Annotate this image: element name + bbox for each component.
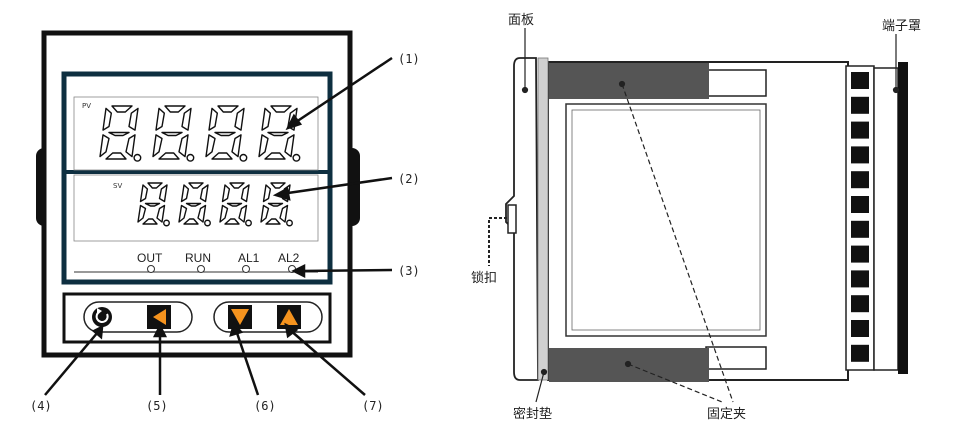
terminal-slot [851, 72, 869, 89]
callout-7: (7) [362, 399, 384, 413]
pv-window [73, 96, 319, 171]
left-key[interactable] [147, 305, 171, 329]
callout-2: (2) [398, 172, 420, 186]
callout-leaders [44, 56, 393, 396]
cycle-key[interactable] [92, 307, 112, 327]
terminal-slot [851, 146, 869, 164]
panel-label: 面板 [508, 13, 534, 28]
terminal-block [845, 65, 875, 371]
lock-tab [507, 204, 517, 234]
terminal-slot [851, 121, 869, 139]
upper-rail [705, 69, 767, 97]
triangle-down-icon [231, 309, 249, 325]
terminal-slot [851, 171, 869, 189]
terminal-slot [851, 344, 869, 362]
sv-digit [137, 182, 170, 227]
front-view: PV SV OUT RUN AL1 AL2 [30, 30, 420, 413]
sv-window [73, 174, 319, 242]
inner-chassis [565, 103, 767, 337]
refresh-arrowhead [97, 308, 102, 315]
indicator-al1-led [242, 265, 250, 273]
terminal-slots [851, 72, 869, 362]
terminal-slot [851, 196, 869, 213]
down-key[interactable] [228, 305, 252, 329]
indicator-al1-label: AL1 [238, 251, 260, 265]
sv-digit [219, 182, 252, 227]
triangle-left-icon [153, 309, 166, 325]
terminal-cover [873, 67, 899, 371]
sv-display [137, 182, 293, 227]
triangle-up-icon [280, 309, 298, 325]
terminal-slot [851, 220, 869, 238]
indicator-out-led [147, 265, 155, 273]
lock-label: 锁扣 [471, 270, 497, 286]
terminal-slot [851, 96, 869, 114]
callout-5: (5) [146, 399, 168, 413]
pv-label: PV [82, 102, 91, 110]
callout-6: (6) [254, 399, 276, 413]
terminal-cover-edge [898, 62, 908, 374]
pv-digit [205, 105, 248, 162]
clamp-label: 固定夹 [707, 407, 746, 422]
up-key[interactable] [277, 305, 301, 329]
callout-3: (3) [398, 264, 420, 278]
terminal-slot [851, 270, 869, 288]
indicator-out-label: OUT [137, 251, 163, 265]
terminal-slot [851, 245, 869, 263]
pv-digit [99, 105, 142, 162]
pv-digit [152, 105, 195, 162]
pv-display [99, 105, 301, 162]
callout-4: (4) [30, 399, 52, 413]
inner-chassis-face [571, 109, 761, 331]
top-clamp [549, 63, 709, 99]
sv-label: SV [113, 182, 122, 190]
gasket-label: 密封垫 [513, 406, 552, 422]
indicator-run-label: RUN [185, 251, 211, 265]
terminal-cover-label: 端子罩 [882, 19, 921, 34]
indicator-al2-label: AL2 [278, 251, 300, 265]
sv-digit [178, 182, 211, 227]
terminal-slot [851, 320, 869, 337]
gasket [537, 57, 549, 381]
terminal-slot [851, 295, 869, 313]
callout-1: (1) [398, 52, 420, 66]
side-leaders [488, 28, 900, 403]
indicator-run-led [197, 265, 205, 273]
side-view: 面板 端子罩 锁扣 密封垫 固定夹 [471, 13, 921, 422]
